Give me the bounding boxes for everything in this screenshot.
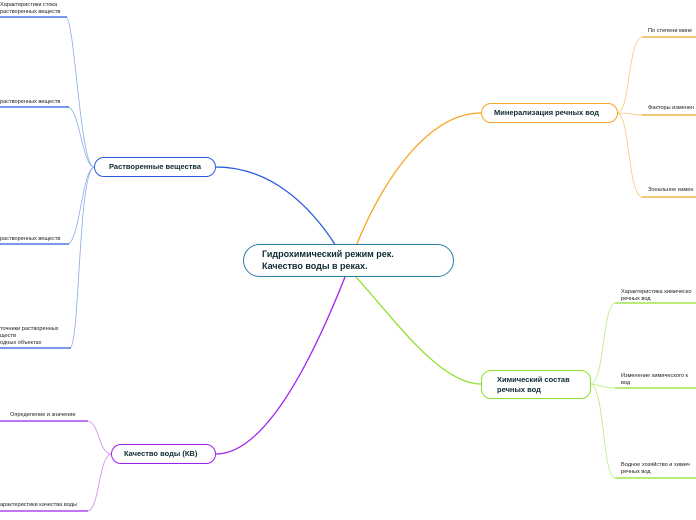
subtopic-chemical-change[interactable]: Изменение химического к вод: [621, 373, 688, 387]
subtopic-text: растворенных веществ: [0, 8, 61, 15]
subtopic-dissolved-2[interactable]: растворенных веществ: [0, 99, 60, 106]
subtopic-text: Изменение химического к: [621, 373, 688, 379]
connector-root-mineralization: [355, 112, 482, 247]
subtopic-text: Характеристика химическо: [621, 289, 692, 295]
connectors-dissolved-leaves: [65, 16, 95, 349]
subtopic-text: арактеристики качества воды: [0, 502, 77, 508]
topic-dissolved-substances[interactable]: Растворенные вещества: [94, 157, 216, 177]
subtopic-text: вод: [621, 379, 631, 386]
subtopic-chemical-water-economy[interactable]: Водное хозяйство и химич речных вод: [621, 462, 690, 476]
topic-chemical-composition[interactable]: Химический состав речных вод: [481, 370, 591, 399]
topic-chemical-label-line-1: Химический состав: [497, 375, 570, 385]
topic-water-quality[interactable]: Качество воды (КВ): [111, 444, 216, 464]
underlines-chemical-leaves: [615, 302, 696, 479]
subtopic-mineralization-zonal[interactable]: Зональное измен: [648, 187, 693, 194]
subtopic-text: По степени мине: [648, 28, 693, 34]
connectors-quality-leaves: [87, 420, 112, 512]
subtopic-text: речных вод: [621, 295, 651, 302]
subtopic-dissolved-sources[interactable]: точники растворенных ществ одных объекта…: [0, 326, 59, 347]
subtopic-text: Водное хозяйство и химич: [621, 462, 690, 468]
subtopic-mineralization-degree[interactable]: По степени мине: [648, 28, 692, 35]
subtopic-mineralization-factors[interactable]: Факторы изменен: [648, 105, 694, 112]
topic-water-quality-label: Качество воды (КВ): [124, 449, 198, 459]
connectors-chemical-leaves: [590, 302, 616, 479]
subtopic-text: Факторы изменен: [648, 105, 695, 111]
connector-root-dissolved: [215, 166, 337, 247]
subtopic-text: точники растворенных: [0, 326, 59, 332]
central-topic-line-2: Качество воды в реках.: [262, 260, 368, 271]
subtopic-chemical-characteristics[interactable]: Характеристика химическо речных вод: [621, 289, 691, 303]
underlines-dissolved-leaves: [0, 16, 71, 349]
subtopic-dissolved-runoff[interactable]: Характеристики стока растворенных вещест…: [0, 2, 60, 16]
subtopic-text: растворенных веществ: [0, 99, 61, 105]
connector-root-quality: [215, 276, 346, 455]
subtopic-text: Характеристики стока: [0, 2, 58, 8]
topic-chemical-label-line-2: речных вод: [497, 384, 541, 394]
topic-mineralization-label: Минерализация речных вод: [494, 108, 600, 118]
subtopic-text: Зональное измен: [648, 187, 694, 193]
central-topic[interactable]: Гидрохимический режим рек. Качество воды…: [243, 244, 454, 277]
topic-mineralization[interactable]: Минерализация речных вод: [481, 103, 618, 123]
underlines-mineralization-leaves: [642, 36, 696, 198]
underlines-quality-leaves: [0, 420, 88, 512]
subtopic-quality-definition[interactable]: Определение и значение: [10, 412, 76, 419]
subtopic-dissolved-3[interactable]: растворенных веществ: [0, 236, 60, 243]
topic-dissolved-substances-label: Растворенные вещества: [109, 162, 202, 172]
central-topic-line-1: Гидрохимический режим рек.: [262, 249, 394, 260]
subtopic-text: растворенных веществ: [0, 236, 61, 242]
subtopic-text: одных объектах: [0, 339, 42, 346]
subtopic-text: Определение и значение: [10, 412, 76, 418]
connectors-mineralization-leaves: [617, 36, 643, 198]
connector-root-chemical: [355, 276, 482, 385]
subtopic-text: ществ: [0, 332, 16, 339]
subtopic-quality-characteristics[interactable]: арактеристики качества воды: [0, 502, 77, 509]
subtopic-text: речных вод: [621, 468, 651, 475]
